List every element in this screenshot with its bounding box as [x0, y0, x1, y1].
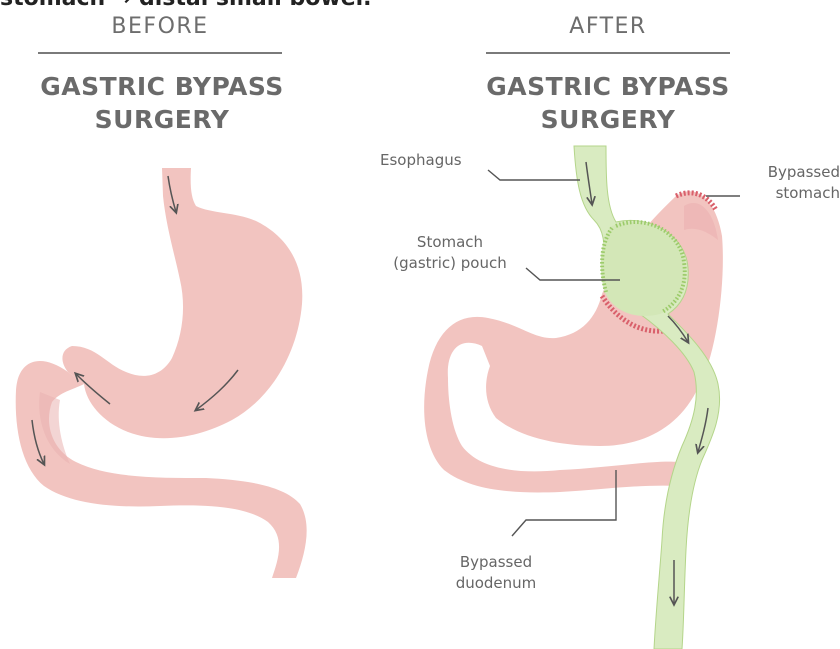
- leader-esophagus: [488, 170, 580, 180]
- label-esophagus: Esophagus: [380, 150, 462, 171]
- label-bypassed-stomach-line1: Bypassed: [744, 162, 840, 183]
- label-bypassed-stomach-line2: stomach: [744, 183, 840, 204]
- before-stomach: [62, 168, 302, 438]
- before-stomach-group: [16, 168, 307, 578]
- label-duodenum-line1: Bypassed: [436, 552, 556, 573]
- label-pouch-line1: Stomach: [380, 232, 520, 253]
- label-pouch-line2: (gastric) pouch: [380, 253, 520, 274]
- label-duodenum-line2: duodenum: [436, 573, 556, 594]
